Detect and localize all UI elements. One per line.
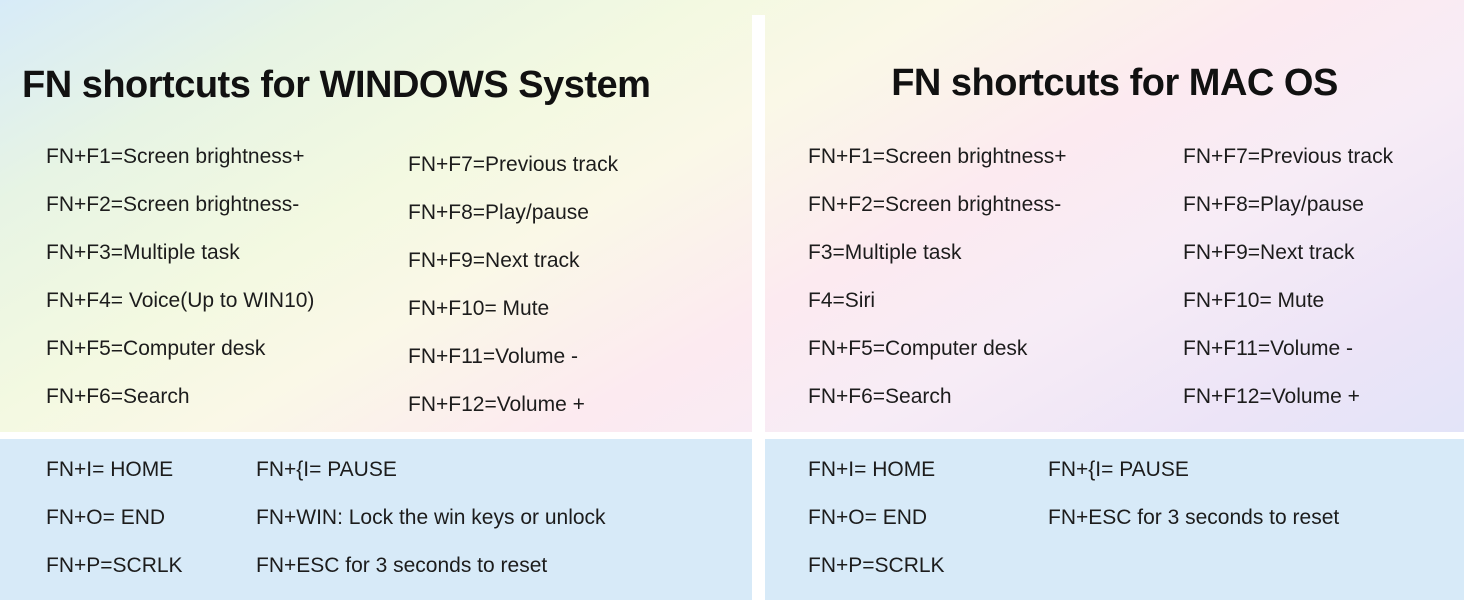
mac-fn-shortcut: F3=Multiple task xyxy=(808,241,962,264)
mac-extra-shortcut: FN+ESC for 3 seconds to reset xyxy=(1048,506,1340,529)
mac-fn-shortcut: FN+F10= Mute xyxy=(1183,289,1325,312)
windows-fn-shortcut: FN+F12=Volume + xyxy=(408,393,585,416)
mac-extra-shortcut: FN+P=SCRLK xyxy=(808,554,945,577)
windows-panel-title: FN shortcuts for WINDOWS System xyxy=(22,64,651,106)
windows-fn-shortcut: FN+F8=Play/pause xyxy=(408,201,589,224)
mac-fn-shortcut: FN+F2=Screen brightness- xyxy=(808,193,1062,216)
windows-fn-shortcut: FN+F7=Previous track xyxy=(408,153,619,176)
mac-fn-shortcut: FN+F8=Play/pause xyxy=(1183,193,1364,216)
windows-fn-shortcut: FN+F6=Search xyxy=(46,385,190,408)
windows-extra-shortcut: FN+I= HOME xyxy=(46,458,174,481)
windows-fn-shortcut: FN+F1=Screen brightness+ xyxy=(46,145,305,168)
mac-fn-shortcut: FN+F1=Screen brightness+ xyxy=(808,145,1067,168)
mac-fn-shortcut: FN+F6=Search xyxy=(808,385,952,408)
windows-extra-shortcut: FN+{I= PAUSE xyxy=(256,458,397,481)
windows-fn-shortcut: FN+F5=Computer desk xyxy=(46,337,266,360)
windows-fn-shortcut: FN+F4= Voice(Up to WIN10) xyxy=(46,289,315,312)
windows-fn-shortcut: FN+F9=Next track xyxy=(408,249,580,272)
mac-extra-shortcut: FN+{I= PAUSE xyxy=(1048,458,1189,481)
mac-extra-shortcut: FN+I= HOME xyxy=(808,458,936,481)
windows-extra-shortcut: FN+WIN: Lock the win keys or unlock xyxy=(256,506,606,529)
mac-extra-shortcut: FN+O= END xyxy=(808,506,928,529)
windows-fn-shortcut: FN+F11=Volume - xyxy=(408,345,579,368)
mac-fn-shortcut: FN+F12=Volume + xyxy=(1183,385,1360,408)
vertical-separator xyxy=(752,15,765,600)
mac-fn-shortcut: F4=Siri xyxy=(808,289,876,312)
windows-fn-shortcut: FN+F10= Mute xyxy=(408,297,550,320)
windows-fn-shortcut: FN+F3=Multiple task xyxy=(46,241,240,264)
mac-panel-title: FN shortcuts for MAC OS xyxy=(891,62,1338,104)
windows-extra-shortcut: FN+P=SCRLK xyxy=(46,554,183,577)
windows-extra-shortcut: FN+O= END xyxy=(46,506,166,529)
windows-fn-shortcut: FN+F2=Screen brightness- xyxy=(46,193,300,216)
mac-fn-shortcut: FN+F9=Next track xyxy=(1183,241,1355,264)
windows-extra-shortcut: FN+ESC for 3 seconds to reset xyxy=(256,554,548,577)
bottom-blue-band xyxy=(0,439,1464,600)
mac-fn-shortcut: FN+F7=Previous track xyxy=(1183,145,1394,168)
horizontal-separator xyxy=(0,432,1464,439)
mac-fn-shortcut: FN+F5=Computer desk xyxy=(808,337,1028,360)
mac-fn-shortcut: FN+F11=Volume - xyxy=(1183,337,1354,360)
